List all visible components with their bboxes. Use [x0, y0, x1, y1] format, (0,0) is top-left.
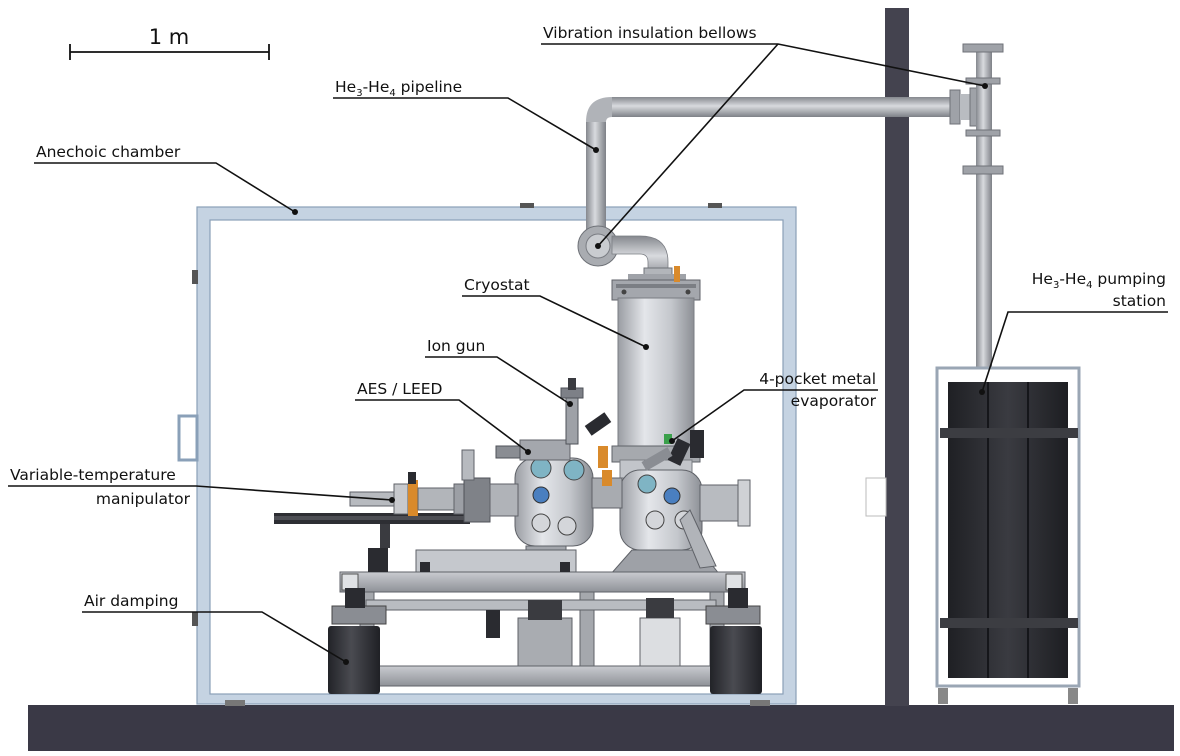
- label-manipulator-line2: manipulator: [96, 490, 191, 508]
- label-anechoic-chamber: Anechoic chamber: [36, 143, 181, 161]
- label-pumping-station-line1: He3-He4 pumping: [1032, 270, 1166, 291]
- label-aes-leed: AES / LEED: [357, 380, 443, 398]
- label-manipulator-line1: Variable-temperature: [10, 466, 176, 484]
- air-damper-right: [705, 588, 762, 694]
- valve: [461, 449, 475, 481]
- pumping-station: [935, 366, 1081, 704]
- aes-leed: [495, 445, 612, 486]
- cryostat: [611, 266, 701, 479]
- floor: [28, 705, 1174, 751]
- uhv-chamber-right: [608, 469, 751, 576]
- label-pumping-station-line2: station: [1113, 292, 1166, 310]
- label-cryostat: Cryostat: [464, 276, 530, 294]
- air-damper-left: [328, 588, 387, 694]
- vt-manipulator: [274, 472, 519, 548]
- label-vibration-bellows: Vibration insulation bellows: [543, 24, 757, 42]
- label-evaporator-line1: 4-pocket metal: [759, 370, 876, 388]
- metal-evaporator: [641, 430, 704, 471]
- label-ion-gun: Ion gun: [427, 337, 485, 355]
- under-frame-pumps: [486, 598, 681, 667]
- wall-column: [885, 8, 909, 706]
- leader-lines: [8, 43, 1168, 665]
- label-evaporator-line2: evaporator: [791, 392, 877, 410]
- label-pipeline: He3-He4 pipeline: [335, 78, 462, 99]
- scale-bar-label: 1 m: [149, 25, 190, 49]
- wall-box: [865, 477, 887, 517]
- label-air-damping: Air damping: [84, 592, 178, 610]
- he3-he4-pipeline: [586, 43, 1004, 375]
- scale-bar: 1 m: [69, 25, 270, 60]
- ion-gun: [560, 378, 612, 445]
